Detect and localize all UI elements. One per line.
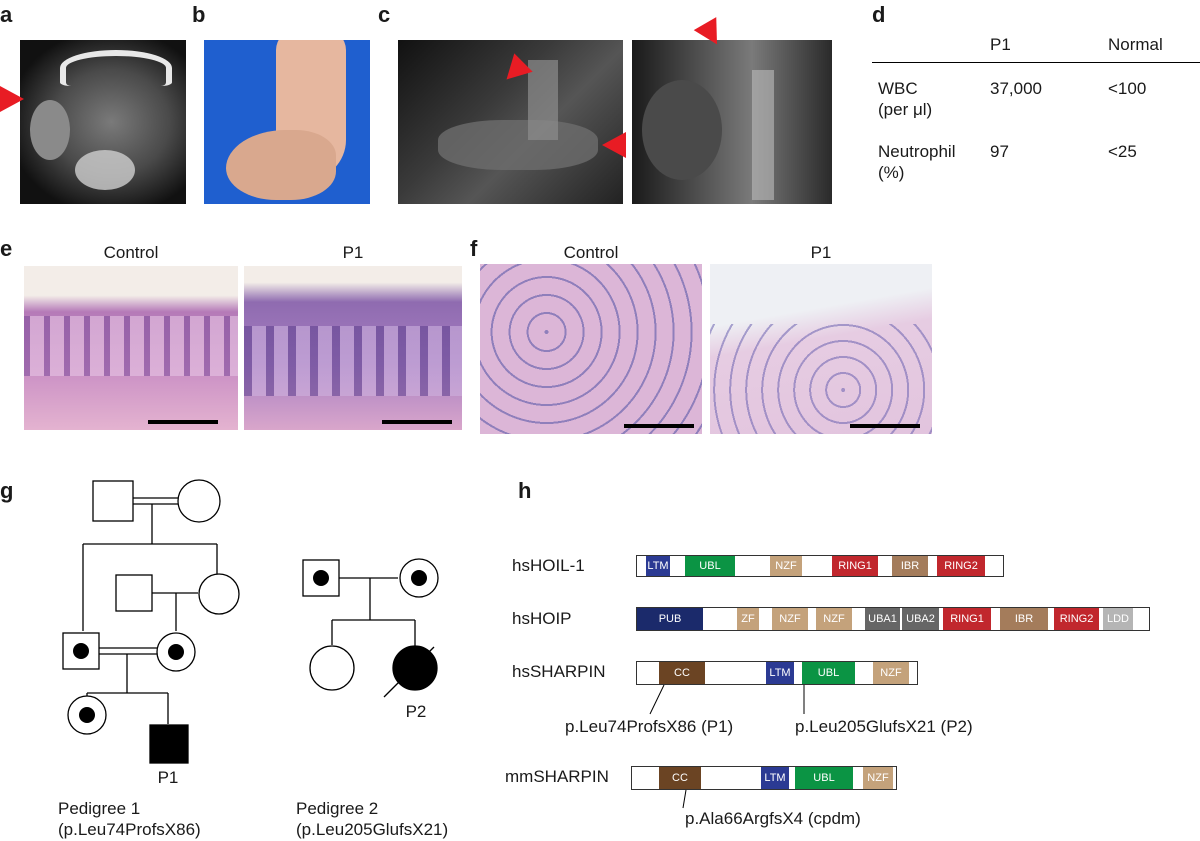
domain-ibr: IBR bbox=[892, 556, 928, 576]
row-unit-wbc: (per μl) bbox=[878, 100, 933, 119]
pedigree-female-unaffected bbox=[198, 573, 240, 615]
pedigree-female-affected-deceased bbox=[392, 645, 438, 691]
pedigree-female-unaffected bbox=[309, 645, 355, 691]
panel-label-a: a bbox=[0, 2, 13, 27]
domain-ltm: LTM bbox=[761, 767, 789, 789]
pedigree-male-carrier bbox=[62, 632, 100, 670]
domain-ltm: LTM bbox=[766, 662, 794, 684]
domain-ibr: IBR bbox=[1000, 608, 1048, 630]
domain-ltm: LTM bbox=[646, 556, 670, 576]
domain-pub: PUB bbox=[637, 608, 703, 630]
pedigree-2-title: Pedigree 2 bbox=[296, 799, 379, 818]
protein-bar-hssharpin: CC LTM UBL NZF bbox=[636, 661, 918, 685]
domain-nzf: NZF bbox=[863, 767, 893, 789]
panel-label-d: d bbox=[872, 2, 886, 27]
pedigree-1-mutation: (p.Leu74ProfsX86) bbox=[58, 820, 201, 839]
pedigree-2-mutation: (p.Leu205GlufsX21) bbox=[296, 820, 449, 839]
domain-ubl: UBL bbox=[685, 556, 735, 576]
pedigree-2-proband-label: P2 bbox=[405, 702, 427, 721]
panel-label-h: h bbox=[518, 478, 532, 503]
pedigree-1-title: Pedigree 1 bbox=[58, 799, 141, 818]
heel-photo bbox=[204, 40, 370, 204]
mutation-label-p2: p.Leu205GlufsX21 (P2) bbox=[795, 717, 973, 736]
domain-ubl: UBL bbox=[802, 662, 855, 684]
protein-bar-hshoil1: LTM UBL NZF RING1 IBR RING2 bbox=[636, 555, 1004, 577]
mri-foot-image bbox=[398, 40, 623, 204]
panel-f-p1-label: P1 bbox=[810, 243, 832, 262]
histology-colon-p1 bbox=[244, 266, 462, 430]
domain-uba2: UBA2 bbox=[902, 608, 939, 630]
pedigree-male-unaffected bbox=[92, 480, 134, 522]
domain-uba1: UBA1 bbox=[865, 608, 900, 630]
panel-label-g: g bbox=[0, 478, 14, 503]
protein-name-mmsharpin: mmSHARPIN bbox=[505, 767, 609, 786]
row-label-neutrophil: Neutrophil bbox=[878, 142, 956, 161]
wbc-p1-value: 37,000 bbox=[990, 79, 1042, 98]
panel-e-control-label: Control bbox=[103, 243, 159, 262]
domain-ring1: RING1 bbox=[943, 608, 991, 630]
histology-colon-control bbox=[24, 266, 238, 430]
mutation-label-p1: p.Leu74ProfsX86 (P1) bbox=[565, 717, 734, 736]
row-label-wbc: WBC bbox=[878, 79, 918, 98]
domain-zf: ZF bbox=[737, 608, 759, 630]
domain-nzf: NZF bbox=[770, 556, 802, 576]
domain-ldd: LDD bbox=[1103, 608, 1133, 630]
pedigree-female-unaffected bbox=[177, 479, 221, 523]
protein-bar-hshoip: PUB ZF NZF NZF UBA1 UBA2 RING1 IBR RING2… bbox=[636, 607, 1150, 631]
domain-ubl: UBL bbox=[795, 767, 853, 789]
protein-name-hssharpin: hsSHARPIN bbox=[512, 662, 606, 681]
scale-bar bbox=[382, 420, 452, 424]
panel-label-c: c bbox=[378, 2, 391, 27]
domain-nzf: NZF bbox=[816, 608, 852, 630]
mutation-label-cpdm: p.Ala66ArgfsX4 (cpdm) bbox=[685, 809, 861, 828]
domain-cc: CC bbox=[659, 662, 705, 684]
panel-f-control-label: Control bbox=[563, 243, 619, 262]
domain-ring1: RING1 bbox=[832, 556, 878, 576]
scale-bar bbox=[624, 424, 694, 428]
panel-label-e: e bbox=[0, 236, 13, 261]
scale-bar bbox=[148, 420, 218, 424]
histology-liver-p1 bbox=[710, 264, 932, 434]
protein-name-hshoil1: hsHOIL-1 bbox=[512, 556, 585, 575]
protein-name-hshoip: hsHOIP bbox=[512, 609, 572, 628]
panel-label-f: f bbox=[470, 236, 478, 261]
protein-bar-mmsharpin: CC LTM UBL NZF bbox=[631, 766, 897, 790]
panel-label-b: b bbox=[192, 2, 206, 27]
neutrophil-normal-value: <25 bbox=[1108, 142, 1137, 161]
wbc-normal-value: <100 bbox=[1108, 79, 1147, 98]
pedigree-1-proband-label: P1 bbox=[157, 768, 179, 787]
domain-nzf: NZF bbox=[873, 662, 909, 684]
domain-ring2: RING2 bbox=[1054, 608, 1099, 630]
ct-scan-image bbox=[20, 40, 186, 204]
pedigree-male-affected bbox=[149, 724, 189, 764]
domain-cc: CC bbox=[659, 767, 701, 789]
domain-nzf: NZF bbox=[772, 608, 808, 630]
table-header-normal: Normal bbox=[1108, 35, 1163, 54]
panel-e-p1-label: P1 bbox=[342, 243, 364, 262]
table-header-p1: P1 bbox=[990, 35, 1011, 54]
table-rule bbox=[872, 62, 1200, 63]
mri-spine-image bbox=[632, 40, 832, 204]
domain-ring2: RING2 bbox=[937, 556, 985, 576]
histology-liver-control bbox=[480, 264, 702, 434]
row-unit-neutrophil: (%) bbox=[878, 163, 905, 182]
neutrophil-p1-value: 97 bbox=[990, 142, 1009, 161]
scale-bar bbox=[850, 424, 920, 428]
